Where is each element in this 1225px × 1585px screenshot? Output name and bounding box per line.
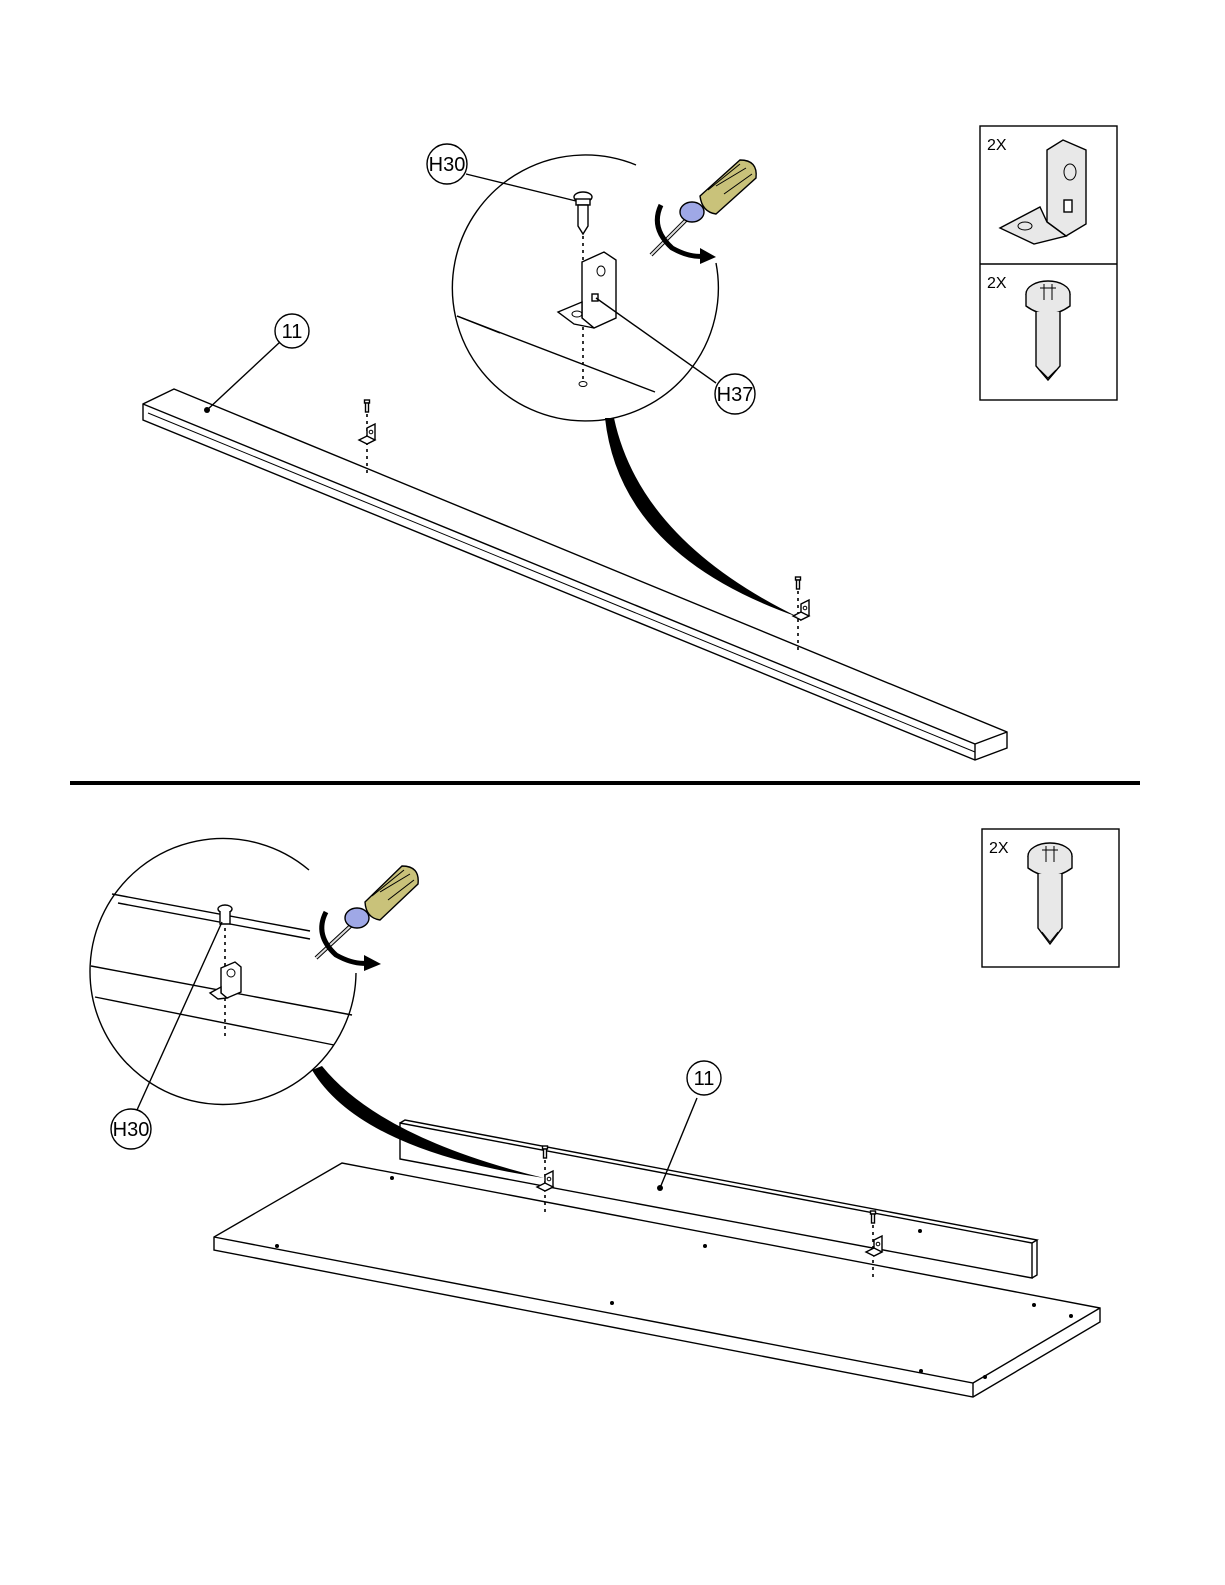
callout-11-step1: 11 [204,314,309,413]
detail-connector-step1 [605,418,798,617]
rail-hardware-left [359,400,375,474]
parts-box-step1: 2X 2X [980,126,1117,400]
rail-panel-11-step2 [400,1120,1037,1278]
rail-panel-11 [143,389,1007,760]
callout-h30-step2: H30 [111,922,222,1149]
label-11-step2: 11 [694,1068,715,1090]
callout-11-step2: 11 [657,1061,721,1191]
bracket-detail-icon [558,252,616,328]
panel-hardware-right [866,1211,882,1277]
detail-view-step2 [90,838,544,1178]
screw-icon [1026,281,1070,380]
base-board [214,1163,1100,1397]
qty-screw-step2: 2X [989,840,1009,857]
label-h30-step1: H30 [429,154,466,176]
screwdriver-icon-step2 [316,866,418,958]
screw-detail-icon [574,192,592,234]
callout-h37-step1: H37 [596,298,755,414]
step1-section: 11 [143,126,1117,760]
parts-box-step2: 2X [982,829,1119,967]
label-h37-step1: H37 [717,384,754,406]
bracket-detail-icon-step2 [210,962,241,999]
qty-bracket-step1: 2X [987,137,1007,154]
screw-icon-step2 [1028,843,1072,944]
screw-detail-icon-step2 [218,905,232,924]
panel-hardware-left [537,1146,553,1212]
label-h30-step2: H30 [113,1119,150,1141]
qty-screw-step1: 2X [987,275,1007,292]
angle-bracket-icon [1000,140,1086,244]
rail-hardware-right [793,577,809,650]
detail-connector-step2 [312,1066,544,1178]
step2-section: 11 [90,829,1119,1397]
label-11-step1: 11 [282,321,303,343]
callout-h30-step1: H30 [427,144,576,201]
